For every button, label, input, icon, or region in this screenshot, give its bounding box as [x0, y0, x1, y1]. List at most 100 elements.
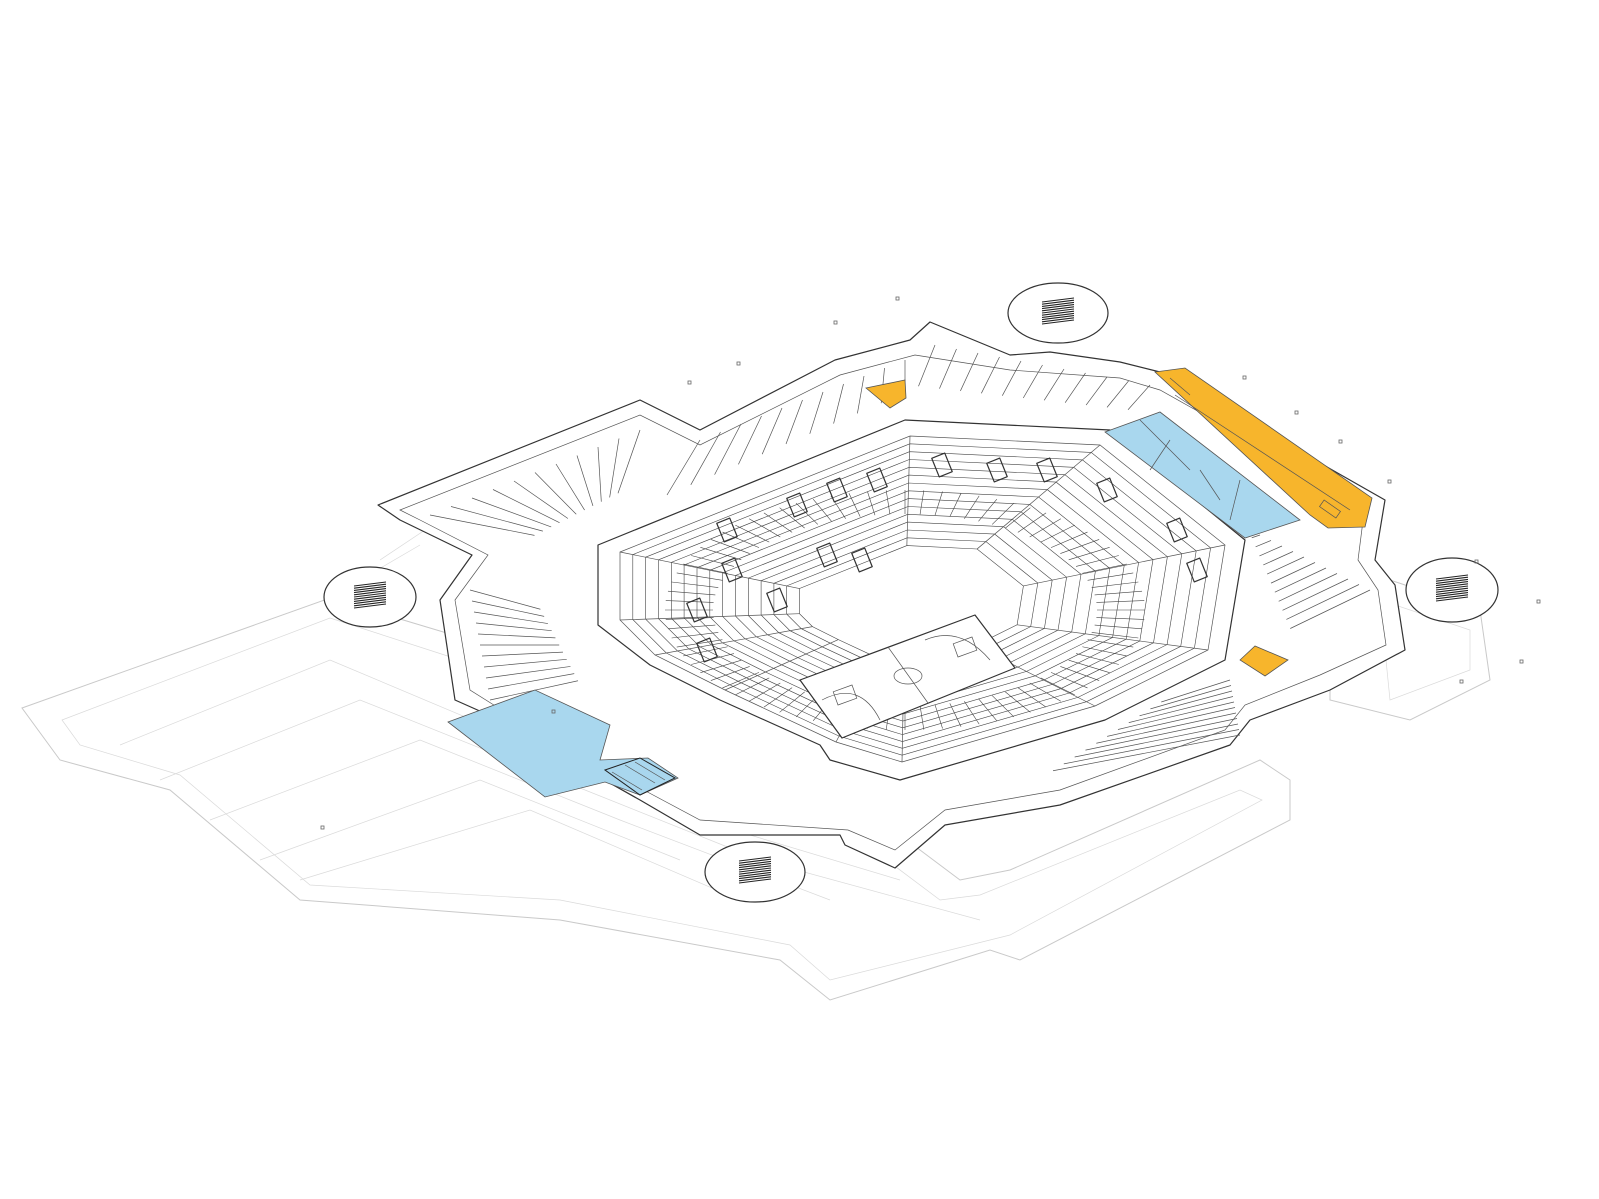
seat-hatch: [700, 659, 742, 673]
seat-hatch: [949, 493, 962, 517]
seat-hatch: [1029, 518, 1062, 538]
site-mark: [1242, 375, 1247, 380]
orange-zone-northeast-strip: [1154, 367, 1373, 529]
seat-hatch: [885, 490, 891, 515]
site-mark: [833, 320, 838, 325]
seat-hatch: [1005, 691, 1031, 713]
stair-tread: [1041, 310, 1075, 316]
stair-tread: [738, 867, 772, 873]
room-partition: [471, 600, 545, 617]
stair-tread: [353, 596, 387, 602]
stair-tread: [353, 590, 387, 596]
seat-hatch: [667, 624, 716, 630]
vomitory-block: [786, 492, 808, 518]
room-partition: [666, 439, 701, 496]
seating-row: [709, 490, 1125, 715]
blue-zone-northeast-lines: [1139, 419, 1241, 521]
vomitory-block: [686, 597, 708, 623]
room-partition: [1270, 562, 1316, 584]
highlight-zones: [447, 367, 1373, 798]
vomitory-block: [1036, 457, 1058, 483]
vomitory-block: [826, 477, 848, 503]
room-partition: [785, 399, 803, 445]
seat-hatch: [1094, 624, 1143, 630]
seat-hatch: [710, 666, 750, 681]
room-partition: [981, 356, 1000, 394]
stair-tread: [353, 588, 387, 594]
stair-tread: [738, 874, 772, 880]
room-partition: [833, 383, 844, 424]
room-partition: [809, 391, 824, 434]
stair-tread: [1435, 578, 1469, 584]
seat-hatch: [710, 539, 750, 554]
seat-hatch: [848, 493, 861, 517]
room-partition: [1064, 372, 1086, 403]
room-partition: [617, 429, 641, 494]
seating-row: [683, 474, 1154, 729]
stair-tread: [353, 599, 387, 605]
seat-hatch: [763, 512, 793, 533]
aisle-line: [1023, 544, 1226, 587]
stair-tread: [1041, 299, 1075, 305]
room-partition: [960, 352, 979, 392]
vomitory-block: [1186, 557, 1208, 583]
stair-tread: [738, 860, 772, 866]
stair-tread: [353, 603, 387, 609]
seat-hatch: [722, 531, 760, 548]
stair-tread: [353, 583, 387, 589]
room-partition: [481, 651, 563, 657]
seat-hatch: [748, 518, 781, 538]
stair-tread: [1041, 317, 1075, 323]
room-partition: [1139, 690, 1233, 717]
site-marks: [320, 296, 1541, 830]
vomitory-block: [721, 557, 743, 583]
stair-tread: [1041, 319, 1075, 325]
room-partition: [1085, 718, 1238, 751]
stair-tread: [1041, 312, 1075, 318]
orange-strip-detail: [1169, 377, 1351, 519]
seat-hatch: [671, 632, 719, 639]
room-partition: [485, 666, 571, 679]
stair-tread: [1041, 301, 1075, 307]
blue-zone-northeast: [1104, 411, 1301, 539]
seat-hatch: [667, 590, 716, 596]
seating-row: [722, 498, 1111, 708]
vomitory-block: [716, 517, 738, 543]
stair-tread: [738, 858, 772, 864]
seat-hatch: [735, 677, 770, 696]
room-partition: [1085, 376, 1108, 406]
seat-hatch: [1017, 512, 1047, 533]
room-partition: [1107, 707, 1236, 737]
room-partition: [1274, 567, 1327, 593]
seat-hatch: [1087, 572, 1134, 581]
room-partition: [469, 589, 541, 610]
vomitory-block: [816, 542, 838, 568]
concourse-rooms: [429, 344, 1371, 772]
room-partition: [714, 423, 742, 475]
room-partition: [609, 438, 620, 498]
seat-hatch: [1050, 531, 1088, 548]
seating-row: [632, 443, 1211, 756]
room-partition: [492, 489, 560, 524]
seat-hatch: [934, 491, 943, 516]
seat-hatch: [1068, 659, 1110, 673]
stair-tread: [738, 878, 772, 884]
seat-hatch: [1091, 632, 1139, 639]
aisle-line: [906, 435, 911, 546]
seat-hatch: [964, 495, 980, 519]
room-partition: [534, 472, 577, 515]
room-partition: [857, 375, 865, 414]
stair-tread: [1435, 587, 1469, 593]
seat-hatch: [676, 572, 723, 581]
seating-row: [670, 466, 1168, 735]
stair-tread: [738, 863, 772, 869]
seat-hatch: [991, 695, 1015, 718]
stair-tread: [738, 871, 772, 877]
room-partition: [1043, 368, 1065, 401]
vomitory-block: [1166, 517, 1188, 543]
stair-tread: [738, 865, 772, 871]
basketball-court-icon: [799, 614, 1016, 739]
room-partition: [690, 431, 721, 485]
seat-hatch: [1060, 539, 1100, 554]
